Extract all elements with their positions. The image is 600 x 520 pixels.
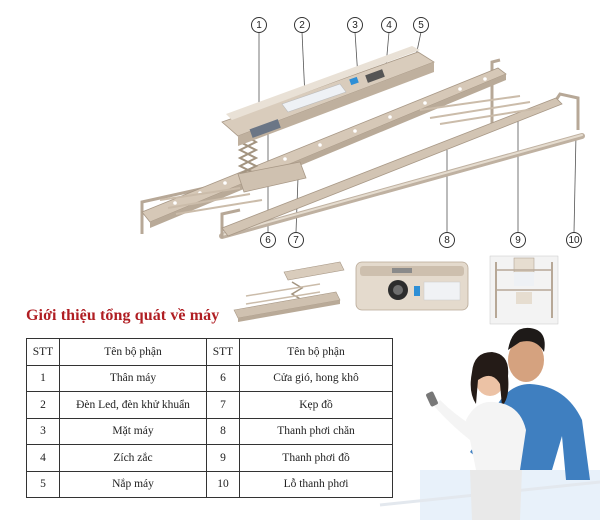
- parts-table: STT Tên bộ phận STT Tên bộ phận 1 Thân m…: [26, 338, 393, 498]
- table-row: 3 Mặt máy 8 Thanh phơi chăn: [26, 417, 393, 445]
- cell-stt: 1: [26, 364, 60, 392]
- cell-part-name: Cửa gió, hong khô: [239, 364, 393, 392]
- callout-10: 10: [566, 232, 582, 248]
- cell-part-name: Thanh phơi chăn: [239, 417, 393, 445]
- quilt-drying-bar: [219, 133, 585, 239]
- cell-part-name: Lỗ thanh phơi: [239, 470, 393, 498]
- inset-rack-thumbnail: [233, 261, 345, 322]
- cell-stt: 6: [206, 364, 240, 392]
- cell-part-name: Thân máy: [59, 364, 207, 392]
- inset-control-panel: [355, 261, 469, 311]
- cell-stt: 3: [26, 417, 60, 445]
- cell-part-name: Kẹp đồ: [239, 391, 393, 419]
- callout-3: 3: [347, 17, 363, 33]
- cell-part-name: Nắp máy: [59, 470, 207, 498]
- cell-part-name: Zích zắc: [59, 444, 207, 472]
- callout-9: 9: [510, 232, 526, 248]
- cell-stt: 8: [206, 417, 240, 445]
- control-face-indicator: [349, 76, 359, 86]
- rack-slats: [159, 95, 541, 215]
- callout-2: 2: [294, 17, 310, 33]
- table-row: 1 Thân máy 6 Cửa gió, hong khô: [26, 364, 393, 392]
- cell-stt: 10: [206, 470, 240, 498]
- clothes-clamp: [237, 161, 307, 193]
- table-row: 2 Đèn Led, đèn khử khuẩn 7 Kẹp đồ: [26, 391, 393, 419]
- callout-4: 4: [381, 17, 397, 33]
- air-vent-fan: [365, 69, 385, 83]
- cell-stt: 4: [26, 444, 60, 472]
- cell-stt: 5: [26, 470, 60, 498]
- machine-body: [221, 46, 435, 146]
- cell-stt: 2: [26, 391, 60, 419]
- section-title: Giới thiệu tổng quát về máy: [26, 307, 220, 324]
- cell-part-name: Mặt máy: [59, 417, 207, 445]
- table-row: 4 Zích zắc 9 Thanh phơi đồ: [26, 444, 393, 472]
- callout-1: 1: [251, 17, 267, 33]
- header-stt-left: STT: [26, 338, 60, 366]
- rear-drying-bar: [221, 97, 563, 237]
- table-row: 5 Nắp máy 10 Lỗ thanh phơi: [26, 470, 393, 498]
- cell-stt: 9: [206, 444, 240, 472]
- callout-5: 5: [413, 17, 429, 33]
- callout-7: 7: [288, 232, 304, 248]
- remote-control: [426, 391, 438, 407]
- inset-front-view: [489, 255, 559, 325]
- callout-8: 8: [439, 232, 455, 248]
- table-header-row: STT Tên bộ phận STT Tên bộ phận: [26, 338, 393, 366]
- header-part-name-right: Tên bộ phận: [239, 338, 393, 366]
- header-stt-right: STT: [206, 338, 240, 366]
- callout-6: 6: [260, 232, 276, 248]
- header-part-name-left: Tên bộ phận: [59, 338, 207, 366]
- dryer-vent: [249, 119, 281, 138]
- woman-figure: [426, 352, 526, 520]
- clothes-drying-bar: [141, 67, 507, 228]
- cell-part-name: Đèn Led, đèn khử khuẩn: [59, 391, 207, 419]
- cell-part-name: Thanh phơi đồ: [239, 444, 393, 472]
- cell-stt: 7: [206, 391, 240, 419]
- couple-photo: [379, 327, 600, 520]
- led-light-panel: [281, 83, 347, 113]
